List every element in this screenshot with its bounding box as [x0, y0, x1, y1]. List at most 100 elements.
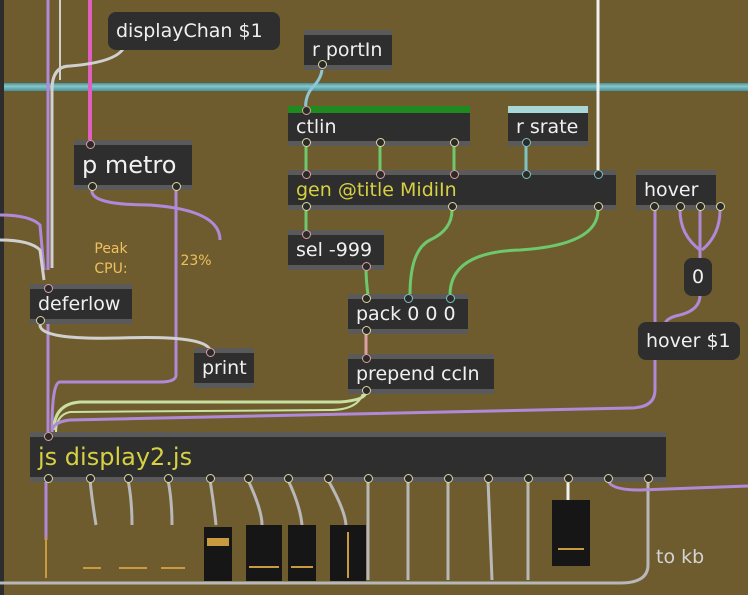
outlet[interactable] — [522, 138, 531, 147]
patcher-left-edge — [0, 0, 4, 595]
zero-message[interactable]: 0 — [684, 258, 712, 296]
patcher-divider — [0, 83, 748, 91]
to-kb-text: to kb — [656, 546, 705, 568]
outlet[interactable] — [362, 326, 371, 335]
to-kb-comment: to kb — [656, 546, 704, 568]
r-srate-object[interactable]: r srate — [508, 106, 588, 146]
dial-indicator — [558, 548, 584, 550]
print-object[interactable]: print — [194, 348, 254, 388]
r-portin-label: r portIn — [312, 38, 383, 61]
cpu-value: 23% — [176, 252, 216, 272]
js-label: js display2.js — [38, 443, 193, 471]
inlet[interactable] — [302, 170, 311, 179]
outlet[interactable] — [696, 202, 705, 211]
sel-object[interactable]: sel -999 — [288, 230, 384, 270]
outlet[interactable] — [86, 474, 95, 483]
gen-label: gen @title MidiIn — [296, 178, 457, 201]
outlet[interactable] — [124, 474, 133, 483]
dial-display[interactable] — [552, 500, 590, 566]
slider-2[interactable] — [80, 531, 104, 581]
hover-msg-label: hover $1 — [646, 330, 731, 352]
outlet[interactable] — [324, 474, 333, 483]
display-chan-label: displayChan $1 — [116, 20, 263, 42]
outlet[interactable] — [362, 262, 371, 271]
outlet[interactable] — [448, 202, 457, 211]
outlet[interactable] — [364, 474, 373, 483]
inlet[interactable] — [362, 354, 371, 363]
cpu-value-text: 23% — [180, 253, 212, 269]
inlet[interactable] — [404, 294, 413, 303]
r-portin-object[interactable]: r portIn — [304, 30, 392, 70]
hover-message[interactable]: hover $1 — [638, 322, 740, 360]
inlet[interactable] — [450, 170, 459, 179]
slider-8[interactable] — [330, 525, 366, 581]
outlet[interactable] — [650, 202, 659, 211]
outlet[interactable] — [302, 138, 311, 147]
outlet[interactable] — [484, 474, 493, 483]
outlet[interactable] — [524, 474, 533, 483]
slider-knob — [83, 567, 101, 569]
p-metro-label: p metro — [82, 151, 177, 179]
outlet[interactable] — [644, 474, 653, 483]
pack-label: pack 0 0 0 — [356, 302, 456, 325]
inlet[interactable] — [44, 432, 53, 441]
inlet[interactable] — [302, 230, 311, 239]
slider-knob — [119, 567, 147, 569]
outlet[interactable] — [44, 474, 53, 483]
slider-6[interactable] — [246, 525, 282, 581]
cpu-label-text: Peak CPU: — [94, 241, 128, 277]
outlet[interactable] — [244, 474, 253, 483]
inlet[interactable] — [446, 294, 455, 303]
slider-knob — [45, 537, 47, 578]
ctlin-label: ctlin — [296, 115, 337, 138]
outlet[interactable] — [604, 474, 613, 483]
js-display2-object[interactable]: js display2.js — [30, 432, 666, 482]
print-label: print — [202, 356, 247, 379]
outlet[interactable] — [318, 60, 327, 69]
outlet[interactable] — [164, 474, 173, 483]
inlet[interactable] — [302, 106, 311, 115]
outlet[interactable] — [676, 202, 685, 211]
prepend-object[interactable]: prepend ccIn — [348, 354, 494, 394]
slider-knob — [161, 567, 185, 569]
prepend-label: prepend ccIn — [356, 362, 480, 385]
outlet[interactable] — [376, 138, 385, 147]
outlet[interactable] — [36, 316, 45, 325]
outlet[interactable] — [404, 474, 413, 483]
sel-label: sel -999 — [296, 238, 373, 261]
hover-label: hover — [644, 178, 699, 201]
inlet[interactable] — [86, 140, 95, 149]
slider-knob — [207, 538, 229, 546]
outlet[interactable] — [444, 474, 453, 483]
slider-1[interactable] — [40, 531, 52, 581]
outlet[interactable] — [564, 474, 573, 483]
slider-5[interactable] — [204, 527, 232, 581]
slider-3[interactable] — [116, 531, 150, 581]
deferlow-object[interactable]: deferlow — [30, 284, 132, 324]
inlet[interactable] — [376, 170, 385, 179]
outlet[interactable] — [716, 202, 725, 211]
display-chan-message[interactable]: displayChan $1 — [108, 12, 280, 50]
r-srate-label: r srate — [516, 115, 579, 138]
outlet[interactable] — [88, 182, 97, 191]
p-metro-object[interactable]: p metro — [74, 140, 192, 190]
outlet[interactable] — [172, 182, 181, 191]
inlet[interactable] — [594, 170, 603, 179]
outlet[interactable] — [284, 474, 293, 483]
slider-4[interactable] — [158, 531, 188, 581]
slider-7[interactable] — [288, 525, 316, 581]
slider-knob — [249, 566, 279, 568]
outlet[interactable] — [206, 474, 215, 483]
zero-label: 0 — [691, 266, 705, 288]
outlet[interactable] — [450, 138, 459, 147]
outlet[interactable] — [594, 202, 603, 211]
outlet[interactable] — [302, 202, 311, 211]
outlet[interactable] — [362, 386, 371, 395]
deferlow-label: deferlow — [38, 292, 121, 315]
inlet[interactable] — [362, 294, 371, 303]
inlet[interactable] — [44, 284, 53, 293]
inlet[interactable] — [206, 348, 215, 357]
inlet[interactable] — [522, 170, 531, 179]
slider-knob — [347, 531, 349, 578]
